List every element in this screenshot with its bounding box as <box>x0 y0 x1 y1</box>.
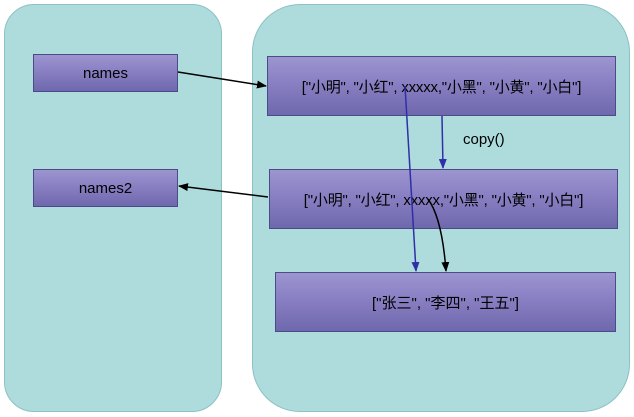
copied-list-text: ["小明", "小红", xxxxx,"小黑", "小黄", "小白"] <box>303 191 584 209</box>
original-list-text: ["小明", "小红", xxxxx,"小黑", "小黄", "小白"] <box>301 78 582 96</box>
variable-names2-label: names2 <box>78 179 133 197</box>
nested-list-text: ["张三", "李四", "王五"] <box>372 294 519 312</box>
variable-names2-box: names2 <box>33 169 178 207</box>
variable-names-box: names <box>33 54 178 92</box>
nested-list-box: ["张三", "李四", "王五"] <box>275 272 616 332</box>
copy-operation-label: copy() <box>463 131 505 148</box>
variable-names-label: names <box>82 64 129 82</box>
original-list-box: ["小明", "小红", xxxxx,"小黑", "小黄", "小白"] <box>267 56 616 116</box>
copied-list-box: ["小明", "小红", xxxxx,"小黑", "小黄", "小白"] <box>269 169 618 229</box>
